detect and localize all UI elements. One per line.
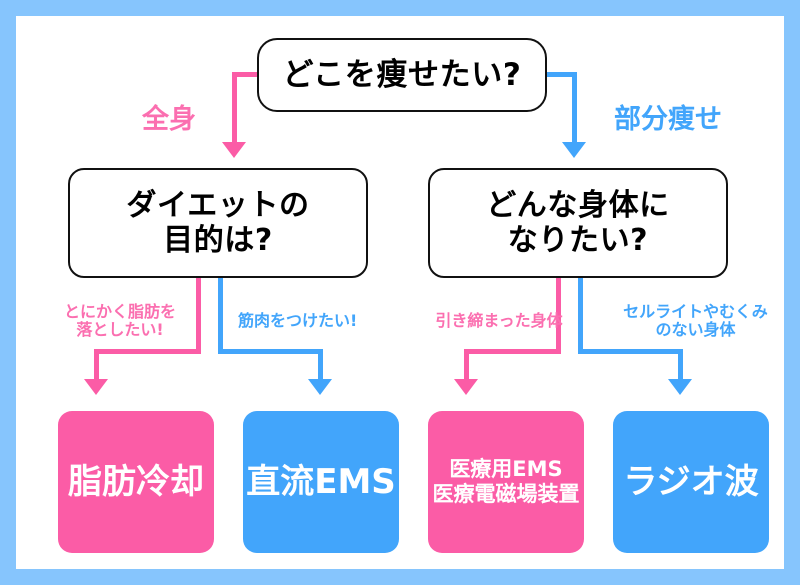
connector-right-b-horizontal (578, 349, 683, 354)
result-card-dc-ems: 直流EMS (243, 411, 399, 553)
arrowhead-left-b (308, 379, 332, 395)
edge-label-right-branch-a: 引き締まった身体 (435, 311, 563, 330)
result-card-medical-ems: 医療用EMS 医療電磁場装置 (428, 411, 584, 553)
question-box-left-label: ダイエットの 目的は? (126, 187, 310, 258)
question-box-root-label: どこを痩せたい? (282, 56, 522, 93)
connector-left-b-vertical-top (218, 276, 223, 354)
connector-root-left-vertical (232, 72, 237, 144)
arrowhead-left-a (84, 379, 108, 395)
question-box-root: どこを痩せたい? (257, 38, 547, 112)
arrowhead-root-right (562, 142, 586, 158)
connector-right-a-horizontal (464, 349, 561, 354)
edge-label-right-branch-b: セルライトやむくみ のない身体 (623, 302, 768, 340)
connector-right-a-vertical-top (556, 276, 561, 354)
edge-label-left-branch-b: 筋肉をつけたい! (238, 311, 358, 330)
result-card-label: 脂肪冷却 (68, 461, 204, 502)
connector-right-b-vertical-top (578, 276, 583, 354)
result-card-label: 直流EMS (246, 461, 396, 502)
connector-left-a-vertical-bottom (94, 349, 99, 381)
connector-left-b-horizontal (218, 349, 323, 354)
connector-left-a-horizontal (94, 349, 201, 354)
connector-root-left-horizontal (232, 72, 262, 77)
question-box-left: ダイエットの 目的は? (68, 168, 368, 278)
result-card-label: 医療用EMS 医療電磁場装置 (432, 456, 580, 506)
question-box-right-label: どんな身体に なりたい? (486, 187, 670, 258)
connector-root-right-vertical (572, 72, 577, 144)
result-card-label: ラジオ波 (623, 461, 759, 502)
connector-right-b-vertical-bottom (678, 349, 683, 381)
result-card-radio-wave: ラジオ波 (613, 411, 769, 553)
edge-label-root-right: 部分痩せ (614, 104, 722, 135)
diagram-canvas: どこを痩せたい? 全身 部分痩せ ダイエットの 目的は? どんな身体に なりたい… (16, 16, 784, 569)
result-card-fat-freezing: 脂肪冷却 (58, 411, 214, 553)
question-box-right: どんな身体に なりたい? (428, 168, 728, 278)
edge-label-root-left: 全身 (142, 104, 196, 135)
edge-label-left-branch-a: とにかく脂肪を 落としたい! (63, 302, 176, 340)
connector-right-a-vertical-bottom (464, 349, 469, 381)
connector-root-right-horizontal (542, 72, 577, 77)
arrowhead-right-b (668, 379, 692, 395)
connector-left-a-vertical-top (196, 276, 201, 354)
arrowhead-root-left (222, 142, 246, 158)
arrowhead-right-a (454, 379, 478, 395)
connector-left-b-vertical-bottom (318, 349, 323, 381)
